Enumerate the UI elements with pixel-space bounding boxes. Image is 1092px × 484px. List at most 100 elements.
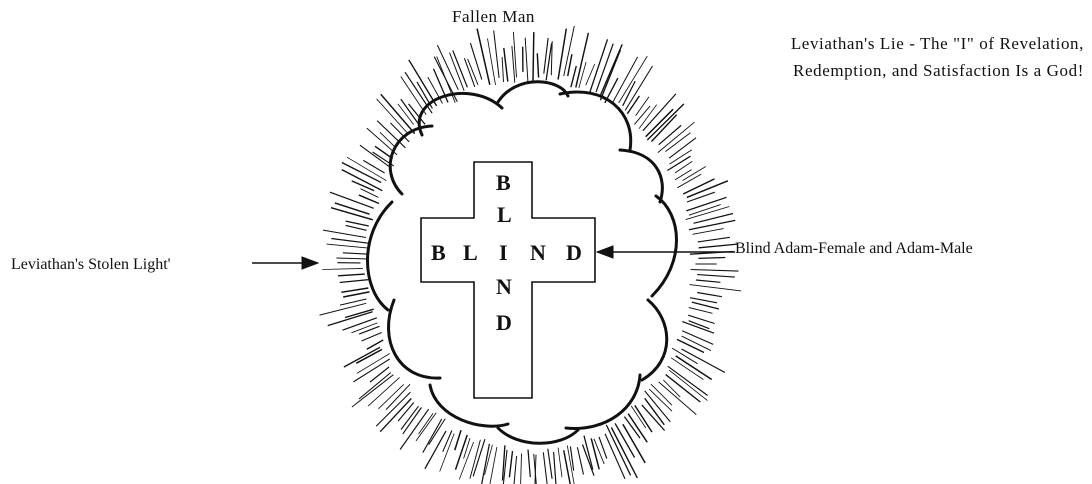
light-ray — [698, 258, 725, 259]
light-ray — [386, 384, 410, 409]
light-ray — [351, 323, 377, 333]
light-ray — [378, 384, 403, 408]
right-arrow-head — [597, 246, 613, 258]
cloud-arc-bottom-right — [566, 375, 640, 428]
light-ray — [327, 244, 370, 248]
light-ray — [521, 454, 522, 484]
light-ray — [359, 326, 379, 334]
light-ray — [687, 192, 715, 202]
cloud-arc-upper-left — [390, 126, 432, 194]
light-ray — [380, 132, 395, 147]
light-ray — [568, 54, 572, 76]
left-arrow-head — [302, 257, 318, 269]
light-ray — [682, 331, 713, 345]
light-ray — [693, 229, 724, 235]
light-ray — [689, 220, 735, 229]
light-ray — [416, 413, 436, 441]
light-ray — [548, 449, 552, 479]
light-ray — [346, 221, 369, 226]
light-ray — [450, 53, 465, 91]
cloud-arc-lower-right — [642, 300, 667, 380]
light-ray — [577, 447, 583, 474]
light-ray — [343, 253, 369, 254]
light-ray — [323, 230, 366, 237]
light-ray — [537, 53, 538, 77]
light-ray — [336, 258, 368, 259]
light-ray — [658, 122, 695, 152]
light-ray — [502, 57, 503, 82]
light-ray — [346, 225, 367, 230]
light-ray — [419, 413, 434, 434]
light-ray — [513, 456, 517, 484]
light-ray — [470, 43, 481, 79]
light-ray — [697, 293, 722, 297]
light-ray — [343, 292, 369, 297]
light-ray — [698, 237, 730, 242]
light-ray — [360, 145, 389, 166]
cross-vertical-letter-3: I — [499, 240, 508, 265]
light-ray — [331, 239, 370, 244]
light-ray — [376, 392, 410, 426]
light-ray — [691, 270, 739, 272]
cloud-arc-lower-left — [389, 300, 440, 378]
light-ray — [571, 66, 576, 87]
cross-horizontal-letter-4: N — [530, 240, 546, 265]
light-ray — [671, 358, 703, 380]
light-ray — [631, 406, 646, 428]
light-ray — [697, 275, 735, 278]
cross-vertical-letter-5: D — [496, 310, 512, 335]
light-ray — [477, 29, 490, 85]
light-ray — [583, 445, 595, 476]
cloud-arc-bottom-center — [498, 428, 578, 443]
light-ray — [525, 38, 528, 82]
light-ray — [455, 430, 461, 450]
cloud-arc-upper-right — [620, 150, 662, 202]
light-ray — [401, 406, 419, 429]
cross-horizontal-letter-2: L — [463, 240, 478, 265]
light-ray — [579, 62, 586, 88]
light-ray — [611, 428, 637, 478]
cross: B L I N D B L N D — [421, 162, 595, 398]
light-ray — [564, 450, 571, 484]
cross-vertical-letter-1: B — [496, 170, 511, 195]
light-ray — [677, 339, 704, 352]
light-ray — [699, 244, 738, 248]
light-ray — [340, 280, 369, 283]
light-ray — [509, 451, 512, 477]
light-ray — [494, 31, 499, 78]
light-ray — [487, 447, 497, 484]
light-ray — [504, 48, 508, 82]
light-ray — [683, 179, 714, 194]
light-ray — [533, 32, 534, 81]
light-ray — [429, 419, 446, 445]
cross-horizontal-letter-1: B — [431, 240, 446, 265]
light-ray — [666, 375, 701, 403]
light-ray — [322, 268, 363, 269]
light-ray — [367, 340, 383, 349]
light-ray — [692, 302, 719, 309]
light-ray — [594, 439, 604, 464]
cross-horizontal-letter-5: D — [566, 240, 582, 265]
light-ray — [398, 403, 414, 422]
light-ray — [558, 448, 562, 478]
light-ray — [362, 333, 382, 342]
light-ray — [380, 399, 411, 432]
light-ray — [696, 280, 721, 282]
cross-vertical-letter-2: L — [497, 202, 512, 227]
light-ray — [356, 349, 382, 363]
light-ray — [359, 373, 391, 400]
light-ray — [344, 347, 380, 367]
cloud-arc-top-center — [498, 82, 568, 102]
light-ray — [554, 452, 558, 484]
light-ray — [352, 181, 374, 191]
light-ray — [381, 94, 415, 133]
light-ray — [576, 33, 589, 88]
light-ray — [669, 138, 696, 158]
light-ray — [634, 106, 650, 124]
light-ray — [330, 192, 374, 208]
cloud-arc-mid-right — [652, 196, 677, 296]
light-ray — [619, 56, 648, 103]
light-ray — [338, 274, 365, 276]
cloud-arc-mid-left — [368, 202, 393, 310]
